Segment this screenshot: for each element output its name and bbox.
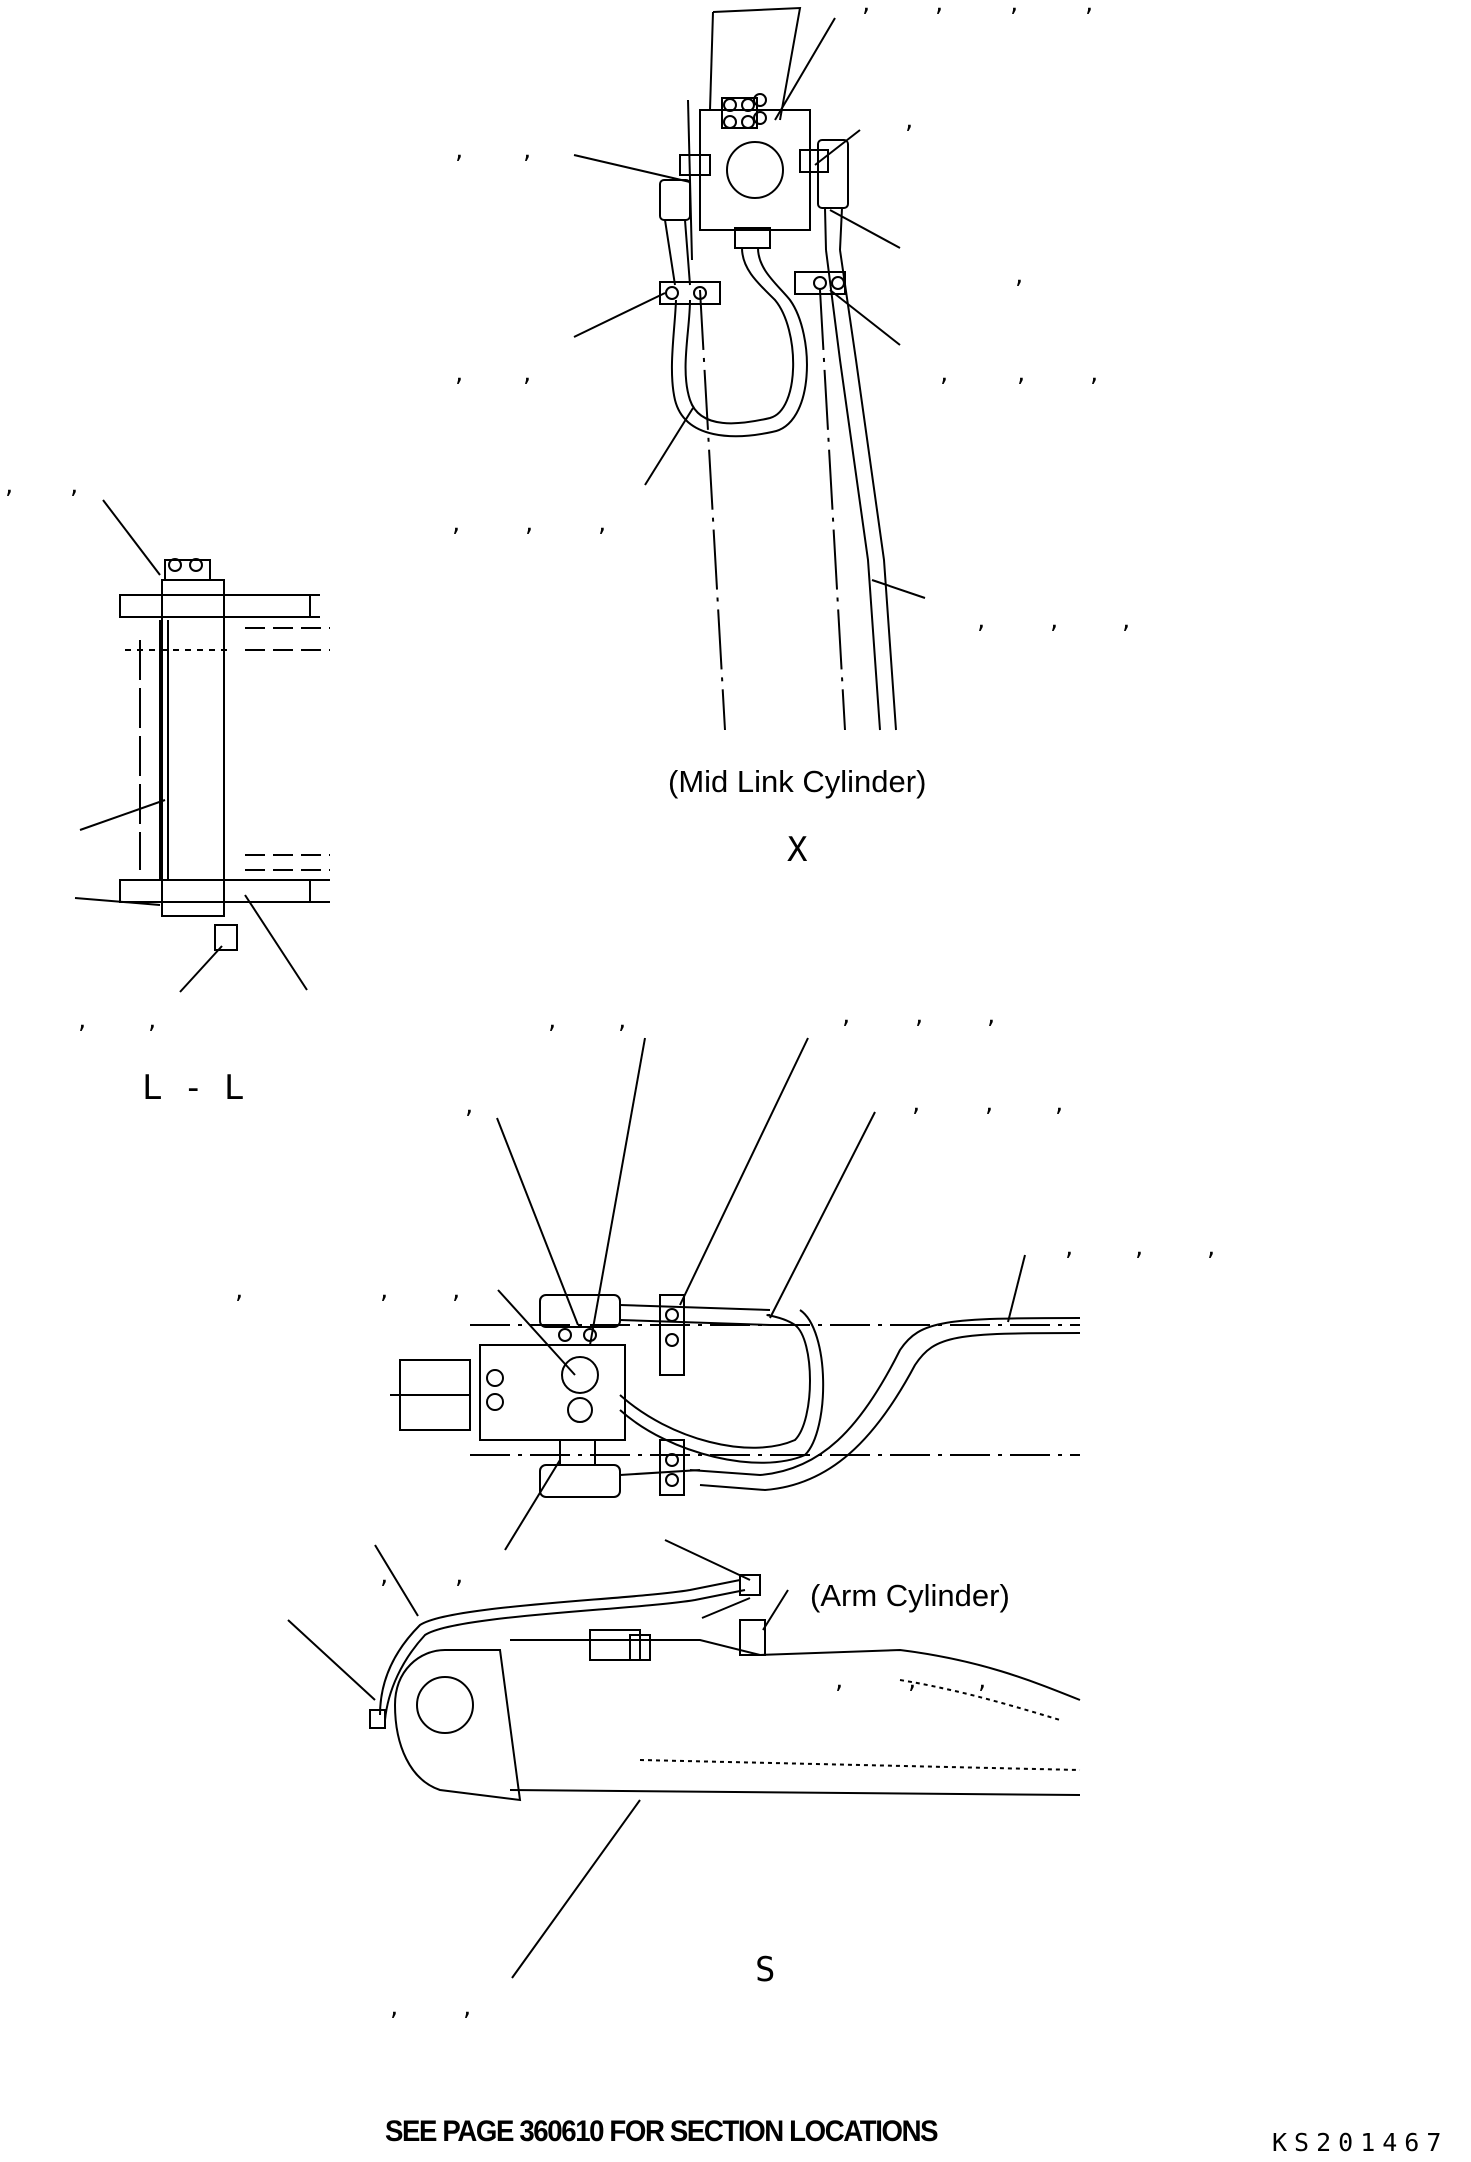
callout-separator: , [465, 1090, 474, 1120]
callout-separator: , [985, 1088, 994, 1118]
callout-separator: , [380, 1560, 389, 1590]
callout-separator: , [862, 0, 871, 18]
callout-separator: , [452, 1275, 461, 1305]
view-x-label: X [787, 830, 808, 870]
callout-separator: , [390, 1992, 399, 2022]
arm-cylinder-caption: (Arm Cylinder) [810, 1578, 1010, 1613]
callout-separator: , [940, 358, 949, 388]
callout-separator: , [70, 470, 79, 500]
callout-separator: , [5, 470, 14, 500]
callout-separator: , [1122, 605, 1131, 635]
arm-cylinder-assembly [390, 1037, 1081, 1551]
callout-separator: , [523, 135, 532, 165]
section-l-l-label: L - L [142, 1068, 245, 1108]
callout-separator: , [1065, 1232, 1074, 1262]
callout-separator: , [1015, 260, 1024, 290]
callout-separator: , [912, 1088, 921, 1118]
mid-link-cylinder-caption: (Mid Link Cylinder) [668, 764, 927, 799]
callout-separator: , [935, 0, 944, 18]
callout-separator: , [987, 1000, 996, 1030]
callout-separator: , [977, 605, 986, 635]
callout-separator: , [618, 1005, 627, 1035]
section-locations-note: SEE PAGE 360610 FOR SECTION LOCATIONS [385, 2115, 939, 2148]
callout-separator: , [78, 1005, 87, 1035]
callout-separator: , [1207, 1232, 1216, 1262]
callout-separator: , [455, 358, 464, 388]
callout-separator: , [548, 1005, 557, 1035]
callout-separator: , [525, 508, 534, 538]
section-l-l-assembly [74, 499, 330, 993]
callout-separator: , [1017, 358, 1026, 388]
callout-separator: , [380, 1275, 389, 1305]
callout-separator: , [1085, 0, 1094, 18]
mid-link-cylinder-assembly [573, 6, 926, 731]
callout-separator: , [455, 1560, 464, 1590]
callout-separator: , [598, 508, 607, 538]
drawing-number: KS201467 [1272, 2128, 1449, 2157]
callout-separator: , [148, 1005, 157, 1035]
callout-separator: , [1135, 1232, 1144, 1262]
callout-separator: , [915, 1000, 924, 1030]
callout-separator: , [463, 1992, 472, 2022]
callout-separator: , [842, 1000, 851, 1030]
view-s-label: S [755, 1950, 776, 1990]
callout-separator: , [905, 105, 914, 135]
callout-separator: , [908, 1665, 917, 1695]
callout-separator: , [835, 1665, 844, 1695]
callout-separator: , [455, 135, 464, 165]
callout-separator: , [235, 1275, 244, 1305]
callout-separator: , [523, 358, 532, 388]
callout-separator: , [1010, 0, 1019, 18]
callout-separator: , [978, 1665, 987, 1695]
callout-separator: , [452, 508, 461, 538]
callout-separator: , [1090, 358, 1099, 388]
callout-separator: , [1050, 605, 1059, 635]
view-s-assembly [287, 1539, 1081, 1979]
callout-separator: , [1055, 1088, 1064, 1118]
